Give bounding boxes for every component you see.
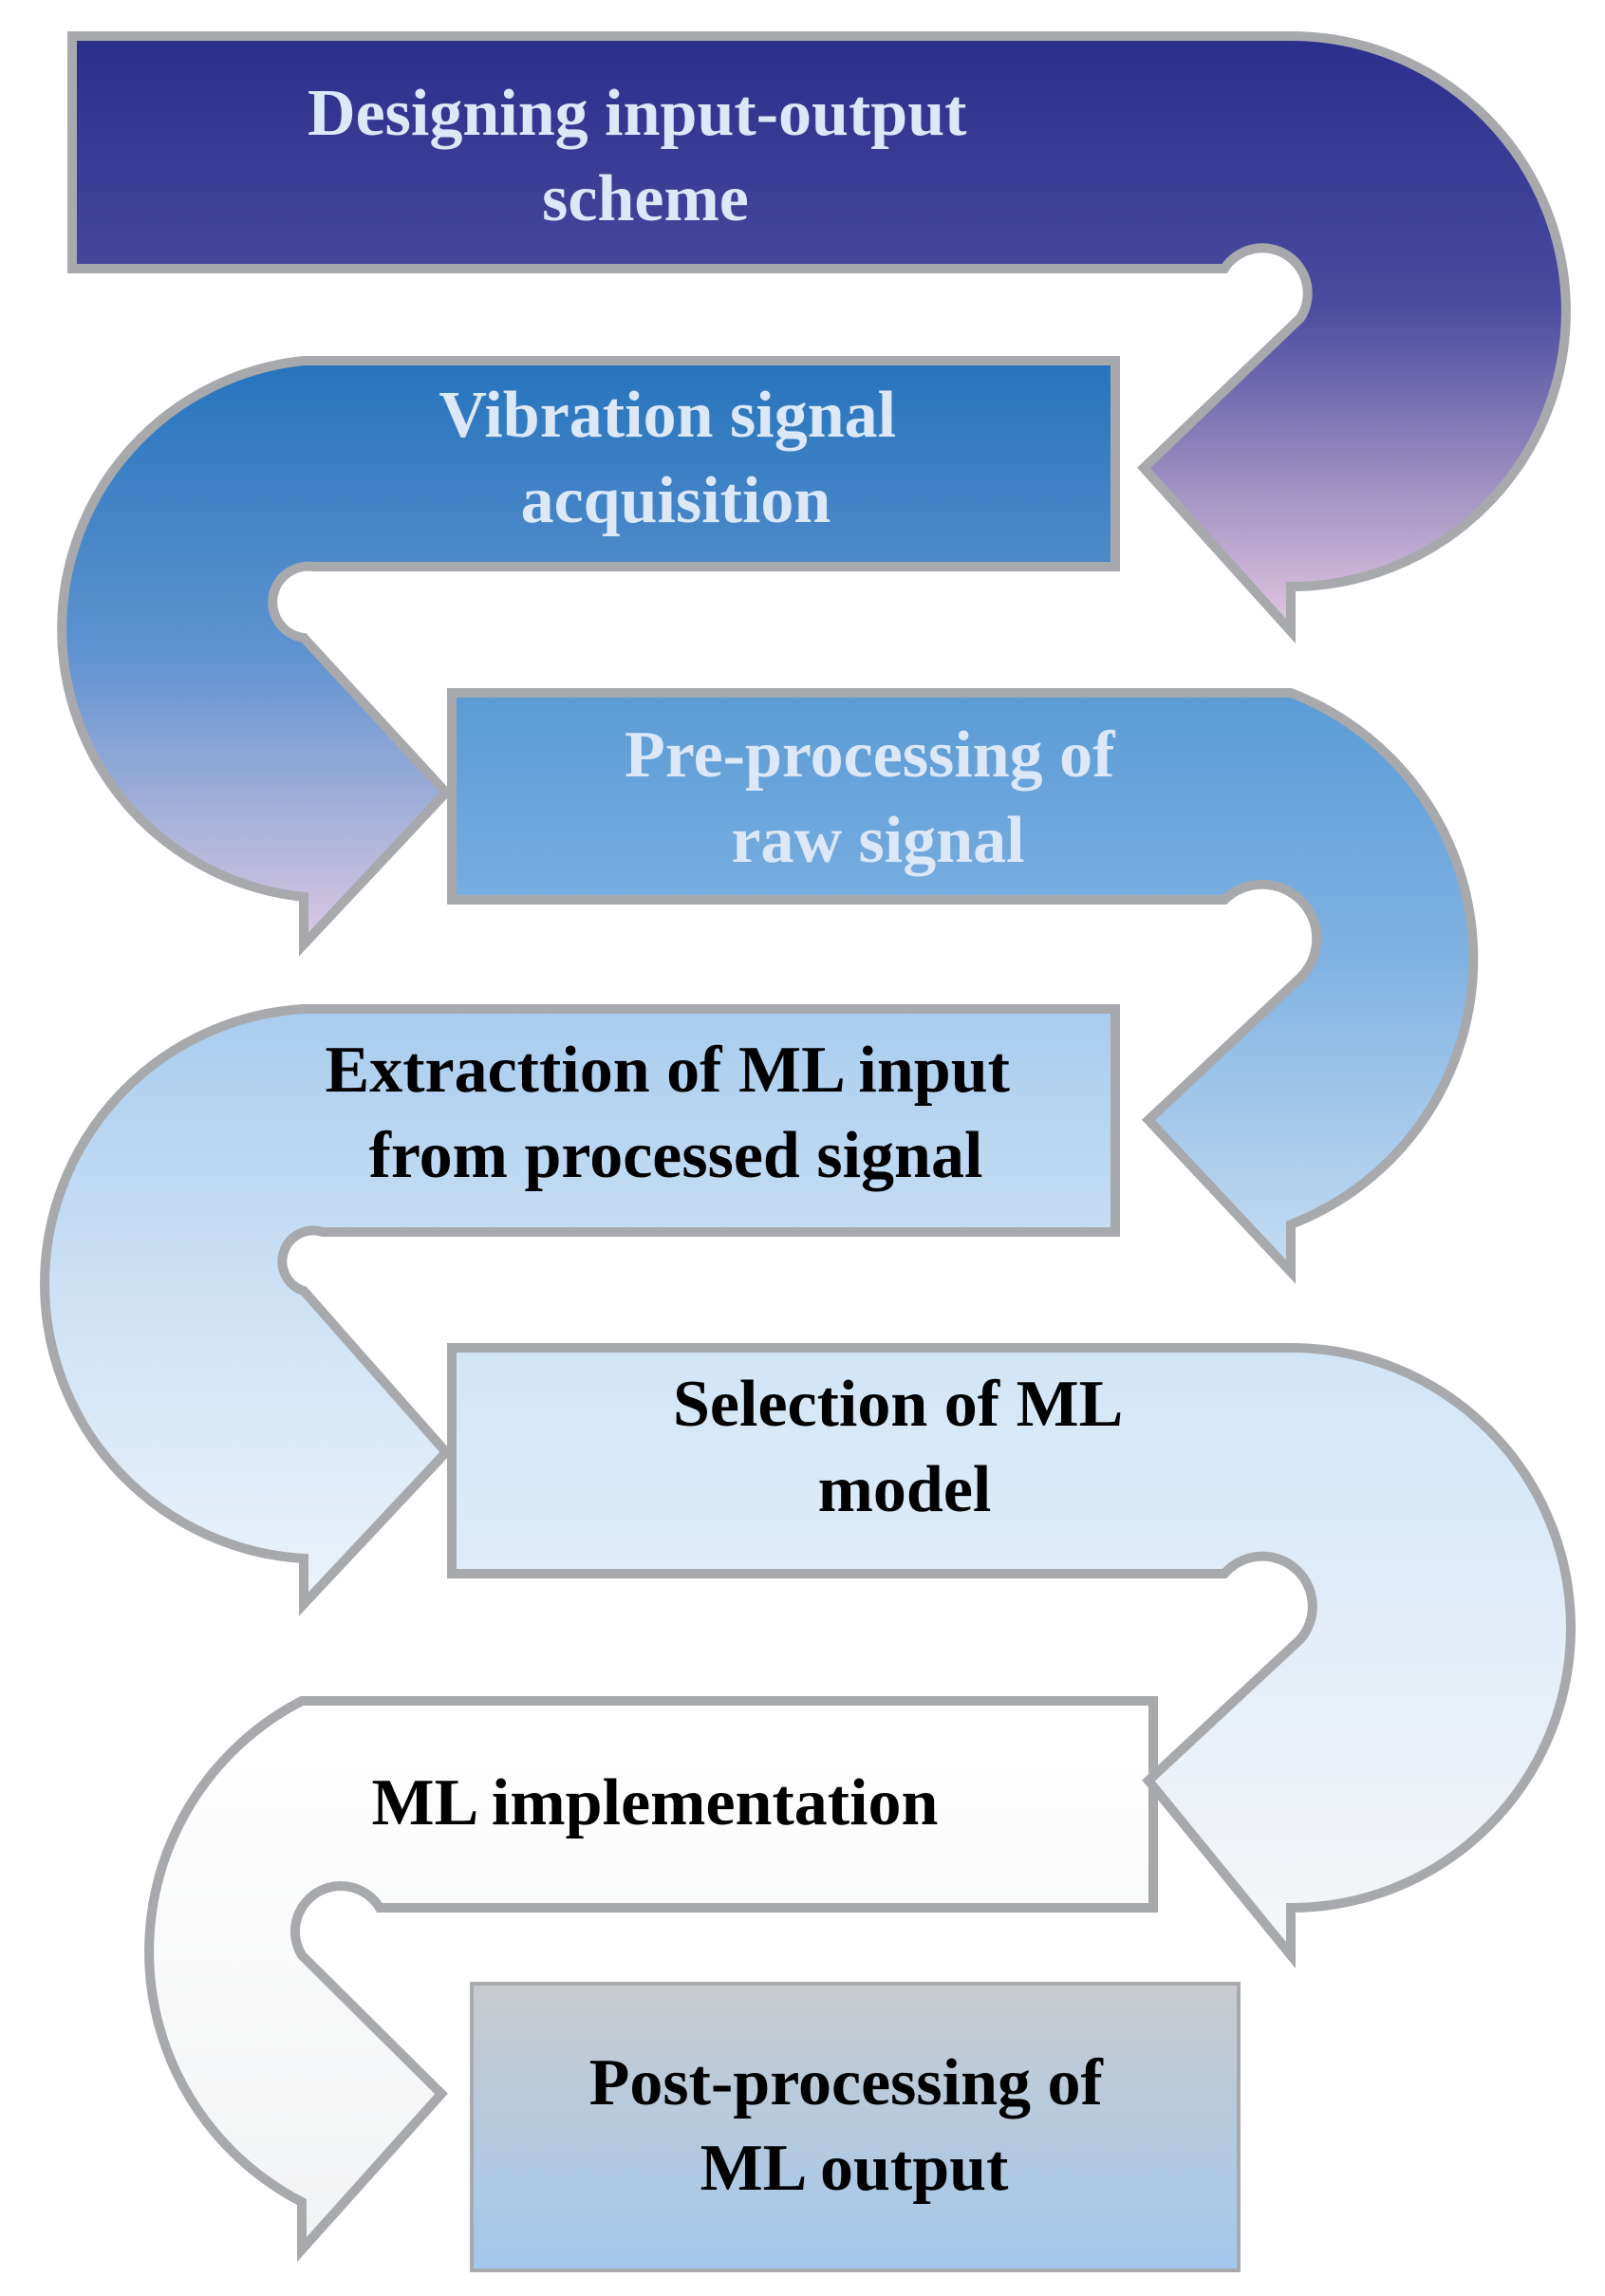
step-3-band	[447, 688, 1479, 1284]
step-2-label: Vibration signal acquisition	[439, 379, 912, 537]
step-1-label: Designing input-output scheme	[308, 77, 983, 235]
step-6-band	[144, 1696, 1158, 2263]
step-4-label: Extracttion of ML input from processed s…	[326, 1034, 1027, 1192]
step-5-label: Selection of ML model	[673, 1368, 1136, 1526]
step-7-line-2: ML output	[700, 2132, 1009, 2205]
step-5-line-1: Selection of ML	[673, 1368, 1121, 1441]
step-3-line-1: Pre-processing of	[625, 719, 1115, 792]
step-5-band	[447, 1343, 1576, 1969]
step-7-line-1: Post-processing of	[589, 2046, 1104, 2119]
step-6-label: ML implementation	[372, 1766, 939, 1839]
step-6-line-1: ML implementation	[372, 1766, 939, 1839]
step-5-line-2: model	[818, 1453, 992, 1526]
step-7-box	[470, 1982, 1241, 2272]
step-3-line-2: raw signal	[731, 804, 1024, 877]
step-4-band	[40, 1004, 1120, 1616]
step-2-band	[57, 356, 1120, 957]
step-1-band	[67, 31, 1571, 644]
step-4-line-1: Extracttion of ML input	[326, 1034, 1010, 1107]
step-1-line-2: scheme	[542, 162, 749, 235]
step-2-line-2: acquisition	[521, 464, 831, 537]
step-7-label: Post-processing of ML output	[589, 2046, 1120, 2205]
step-3-label: Pre-processing of raw signal	[625, 719, 1131, 877]
step-2-line-1: Vibration signal	[439, 379, 896, 452]
step-4-line-2: from processed signal	[369, 1119, 983, 1192]
step-1-line-1: Designing input-output	[308, 77, 966, 150]
